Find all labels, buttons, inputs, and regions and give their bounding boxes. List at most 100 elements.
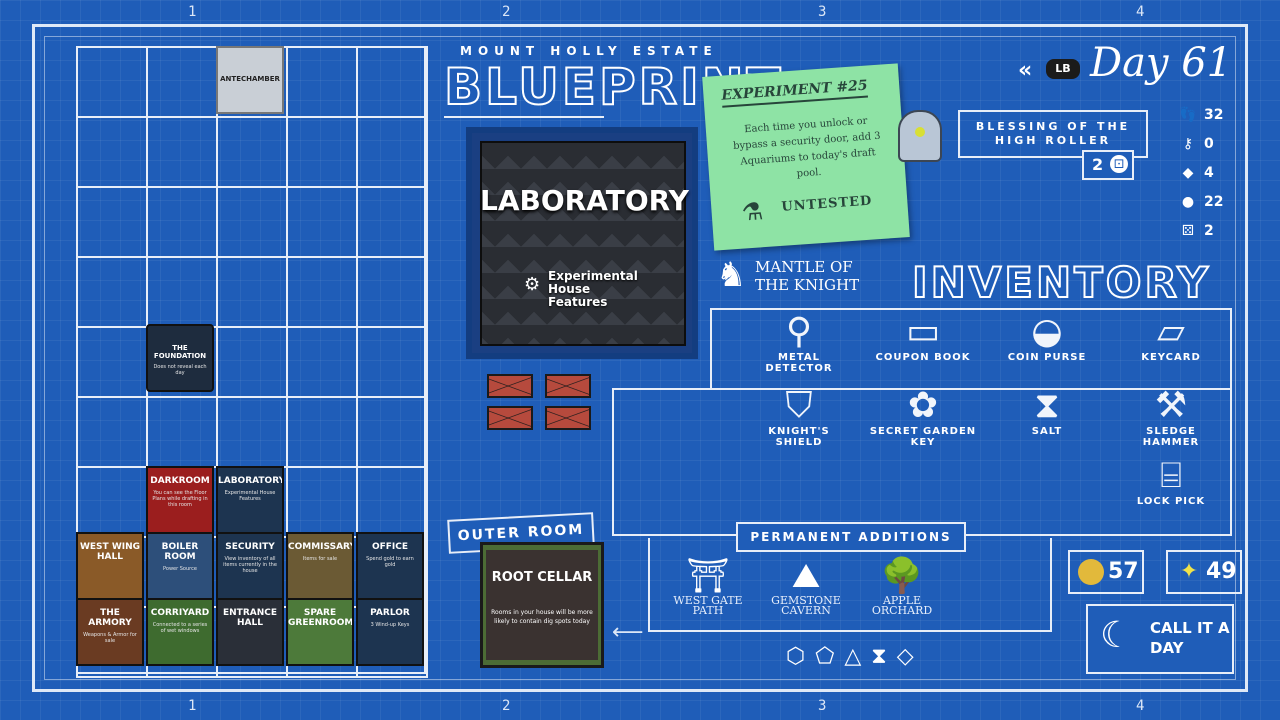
envelope-icon[interactable] <box>545 374 591 398</box>
grid-cell[interactable] <box>76 326 148 398</box>
salt-icon: ⧗ <box>1034 385 1060 426</box>
grid-cell[interactable] <box>356 186 428 258</box>
grid-cell[interactable] <box>76 116 148 188</box>
room-commissary[interactable]: COMMISSARY Items for sale <box>286 532 354 600</box>
dice-badge-icon: ⚀ <box>1110 155 1128 173</box>
star-icon: ✦ <box>1179 559 1199 584</box>
compass-icon <box>1078 559 1104 585</box>
grid-cell[interactable] <box>76 466 148 538</box>
inventory-item[interactable]: ⌸LOCK PICK <box>1116 456 1226 508</box>
moon-icon: ☾ <box>1100 615 1133 656</box>
permanent-additions-panel <box>648 538 1052 632</box>
grid-cell[interactable] <box>76 396 148 468</box>
room-west-wing-hall[interactable]: WEST WING HALL <box>76 532 144 600</box>
grid-cell[interactable] <box>356 466 428 538</box>
keycard-icon: ▱ <box>1157 311 1185 352</box>
grid-cell[interactable] <box>146 186 218 258</box>
inventory-item-label: KEYCARD <box>1141 352 1201 363</box>
grid-cell[interactable] <box>356 116 428 188</box>
grid-cell[interactable] <box>286 396 358 468</box>
permanent-item-label: PATH <box>692 604 724 617</box>
selected-room-title: LABORATORY <box>480 184 689 217</box>
inventory-item[interactable]: ◒COIN PURSE <box>992 312 1102 364</box>
inventory-item-label: LOCK PICK <box>1136 496 1206 507</box>
grid-cell[interactable] <box>286 326 358 398</box>
envelope-icon[interactable] <box>487 374 533 398</box>
inventory-item[interactable]: ▭COUPON BOOK <box>868 311 978 364</box>
grid-cell[interactable] <box>356 326 428 398</box>
blueprint-frame <box>32 24 1248 692</box>
grid-cell[interactable] <box>216 186 288 258</box>
experiment-note[interactable]: EXPERIMENT #25 Each time you unlock or b… <box>702 63 910 251</box>
resource-row: ⚷0 <box>1178 136 1214 152</box>
room-name: OFFICE <box>371 542 409 552</box>
inventory-item[interactable]: ⚲METAL DETECTOR <box>744 312 854 375</box>
room-desc: Items for sale <box>302 556 338 562</box>
shield-icon: ⛉ <box>785 385 813 426</box>
grid-cell[interactable] <box>216 256 288 328</box>
grid-cell[interactable] <box>286 256 358 328</box>
previous-arrows-icon[interactable]: « <box>1018 58 1033 83</box>
permanent-item-label: APPLE <box>882 594 922 607</box>
grid-cell[interactable] <box>216 396 288 468</box>
room-name: COMMISSARY <box>288 542 354 552</box>
grid-cell[interactable] <box>216 326 288 398</box>
grid-cell[interactable] <box>356 46 428 118</box>
call-it-a-day-label: CALL IT A DAY <box>1150 619 1230 657</box>
grid-cell[interactable] <box>216 116 288 188</box>
inventory-item-label: KNIGHT'S SHIELD <box>768 426 830 448</box>
room-entrance-hall[interactable]: ENTRANCE HALL <box>216 598 284 666</box>
grid-cell[interactable] <box>76 256 148 328</box>
inventory-item[interactable]: ⚒SLEDGE HAMMER <box>1116 385 1226 449</box>
inventory-item[interactable]: ⛉KNIGHT'S SHIELD <box>744 385 854 449</box>
room-antechamber[interactable]: ANTECHAMBER <box>216 46 284 114</box>
room-desc: Experimental House Features <box>224 490 276 502</box>
coupon-book-icon: ▭ <box>905 311 940 352</box>
inventory-item[interactable]: ⧗SALT <box>992 385 1102 438</box>
inventory-item[interactable]: ✿SECRET GARDEN KEY <box>868 386 978 449</box>
grid-cell[interactable] <box>146 116 218 188</box>
grid-cell[interactable] <box>286 466 358 538</box>
grid-cell[interactable] <box>146 256 218 328</box>
grid-cell[interactable] <box>286 116 358 188</box>
mantle-label: MANTLE OF THE KNIGHT <box>755 258 859 294</box>
envelope-icon[interactable] <box>545 406 591 430</box>
grid-cell[interactable] <box>76 186 148 258</box>
resource-row: ⚄2 <box>1178 223 1214 239</box>
grid-cell[interactable] <box>286 186 358 258</box>
room-foundation[interactable]: THE FOUNDATION Does not reveal each day <box>146 324 214 392</box>
room-spare-greenroom[interactable]: SPARE GREENROOM <box>286 598 354 666</box>
blessing-box[interactable]: BLESSING OF THE HIGH ROLLER <box>958 110 1148 158</box>
outer-room-image <box>486 550 598 660</box>
grid-cell[interactable] <box>356 396 428 468</box>
grid-cell[interactable] <box>146 46 218 118</box>
diamond-icon: ◇ <box>896 644 924 669</box>
grid-cell[interactable] <box>146 396 218 468</box>
grid-cell[interactable] <box>356 256 428 328</box>
inventory-title: INVENTORY <box>911 257 1211 308</box>
inventory-item[interactable]: ▱KEYCARD <box>1116 311 1226 364</box>
grid-cell[interactable] <box>286 46 358 118</box>
resource-row: 👣32 <box>1178 107 1223 123</box>
call-it-a-day-button[interactable] <box>1086 604 1234 674</box>
ruler-bottom-4: 4 <box>1136 698 1145 714</box>
resource-value: 4 <box>1204 165 1214 181</box>
lb-button[interactable]: LB <box>1046 59 1080 79</box>
hammer-icon: ⚒ <box>1154 385 1188 426</box>
dice-icon: ⚄ <box>1181 223 1195 239</box>
grid-cell[interactable] <box>76 46 148 118</box>
ruler-top-1: 1 <box>188 4 197 20</box>
envelope-icon[interactable] <box>487 406 533 430</box>
stars-stat: ✦49 <box>1166 550 1242 594</box>
